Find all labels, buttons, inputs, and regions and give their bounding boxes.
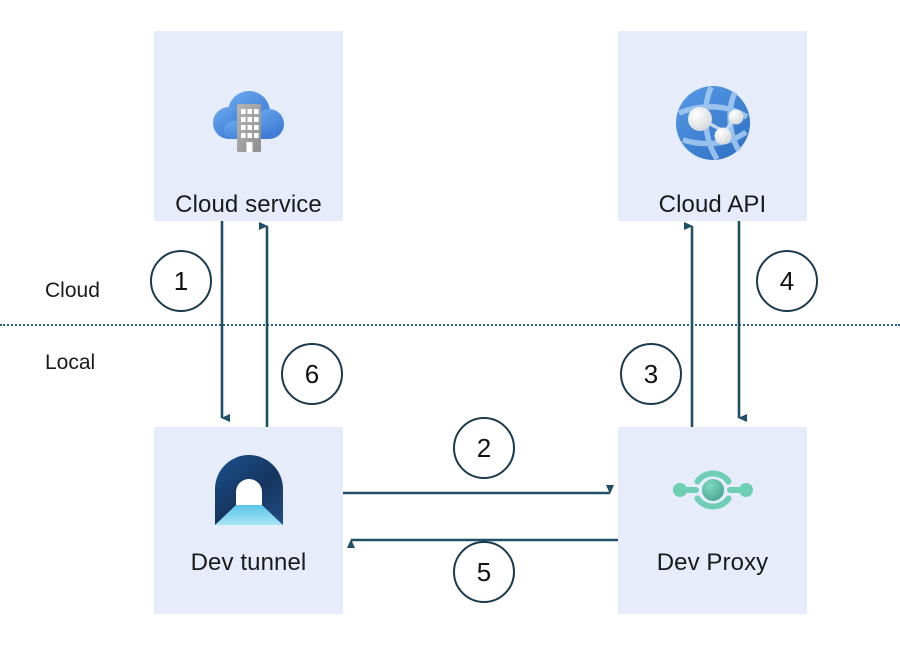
proxy-target-icon xyxy=(667,459,759,526)
step-badge-6: 6 xyxy=(281,343,343,405)
step-badge-4: 4 xyxy=(756,250,818,312)
node-dev-proxy[interactable]: Dev Proxy xyxy=(618,427,807,614)
cloud-building-icon xyxy=(208,86,290,163)
step-badge-5: 5 xyxy=(453,541,515,603)
node-dev-tunnel[interactable]: Dev tunnel xyxy=(154,427,343,614)
node-cloud-service[interactable]: Cloud service xyxy=(154,31,343,221)
node-label-dev-proxy: Dev Proxy xyxy=(656,549,769,576)
globe-network-icon xyxy=(673,83,753,168)
step-badge-2: 2 xyxy=(453,417,515,479)
node-cloud-api[interactable]: Cloud API xyxy=(618,31,807,221)
node-label-dev-tunnel: Dev tunnel xyxy=(190,549,307,576)
cloud-local-boundary-line xyxy=(0,324,900,326)
zone-label-local: Local xyxy=(45,351,96,374)
step-badge-1: 1 xyxy=(150,250,212,312)
node-label-cloud-api: Cloud API xyxy=(658,191,767,218)
tunnel-icon xyxy=(209,455,289,534)
step-badge-3: 3 xyxy=(620,343,682,405)
zone-label-cloud: Cloud xyxy=(45,279,100,302)
node-label-cloud-service: Cloud service xyxy=(175,191,322,218)
